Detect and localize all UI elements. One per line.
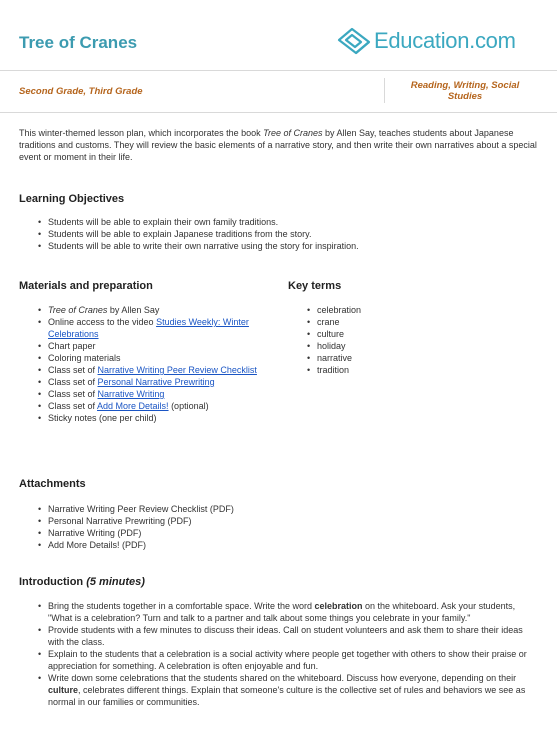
list-item: Chart paper: [36, 340, 268, 352]
subjects-line-1: Reading, Writing, Social: [410, 80, 520, 91]
list-item: celebration: [305, 304, 505, 316]
introduction-list: Bring the students together in a comfort…: [36, 600, 541, 708]
objectives-heading: Learning Objectives: [19, 193, 125, 205]
class-set-text: Class set of: [48, 401, 98, 411]
subjects: Reading, Writing, Social Studies: [390, 80, 540, 102]
list-item: Provide students with a few minutes to d…: [36, 624, 541, 648]
key-terms-list: celebration crane culture holiday narrat…: [305, 304, 505, 376]
video-prefix: Online access to the video: [48, 317, 157, 327]
list-item: Bring the students together in a comfort…: [36, 600, 541, 624]
class-set-text: Class set of: [48, 389, 98, 399]
attachments-list: Narrative Writing Peer Review Checklist …: [36, 503, 536, 551]
summary-text-cont: by Allen Say, teaches students about Jap…: [19, 128, 537, 162]
narrative-writing-link[interactable]: Narrative Writing: [97, 389, 165, 399]
meta-divider: [384, 78, 385, 103]
list-item: Class set of Personal Narrative Prewriti…: [36, 376, 268, 388]
attachment-item[interactable]: Personal Narrative Prewriting (PDF): [36, 515, 536, 527]
book-title: Tree of Cranes: [48, 305, 108, 315]
list-item: Coloring materials: [36, 352, 268, 364]
attachment-item[interactable]: Narrative Writing Peer Review Checklist …: [36, 503, 536, 515]
lesson-summary: This winter-themed lesson plan, which in…: [19, 127, 539, 163]
list-item: culture: [305, 328, 505, 340]
add-more-details-link[interactable]: Add More Details!: [97, 401, 169, 411]
materials-heading: Materials and preparation: [19, 280, 153, 292]
list-item: narrative: [305, 352, 505, 364]
class-set-text: Class set of: [48, 365, 98, 375]
subjects-line-2: Studies: [447, 91, 483, 102]
list-item: Class set of Narrative Writing Peer Revi…: [36, 364, 268, 376]
video-link[interactable]: Studies Weekly: Winter Celebrations: [48, 317, 249, 339]
intro-text: Bring the students together in a comfort…: [48, 601, 315, 611]
introduction-heading: Introduction (5 minutes): [19, 576, 145, 588]
introduction-minutes: (5 minutes): [86, 576, 145, 588]
list-item: Write down some celebrations that the st…: [36, 672, 541, 708]
summary-text: This winter-themed lesson plan, which in…: [19, 128, 264, 138]
education-logo-icon: [337, 27, 371, 55]
meta-divider-bottom: [0, 112, 557, 113]
personal-narrative-prewriting-link[interactable]: Personal Narrative Prewriting: [97, 377, 215, 387]
education-com-logo[interactable]: Education.com: [336, 26, 516, 56]
objectives-list: Students will be able to explain their o…: [36, 216, 536, 252]
list-item: Tree of Cranes by Allen Say: [36, 304, 268, 316]
term-celebration: celebration: [314, 601, 363, 611]
list-item: Students will be able to explain their o…: [36, 216, 536, 228]
key-terms-heading: Key terms: [288, 280, 342, 292]
header-divider: [0, 70, 557, 71]
list-item: Sticky notes (one per child): [36, 412, 268, 424]
list-item: Students will be able to write their own…: [36, 240, 536, 252]
list-item: Explain to the students that a celebrati…: [36, 648, 541, 672]
list-item: Class set of Add More Details! (optional…: [36, 400, 268, 412]
logo-text: Education.com: [374, 28, 516, 53]
attachment-item[interactable]: Add More Details! (PDF): [36, 539, 536, 551]
class-set-text: Class set of: [48, 377, 98, 387]
page-title: Tree of Cranes: [19, 33, 138, 52]
list-item: Class set of Narrative Writing: [36, 388, 268, 400]
list-item: tradition: [305, 364, 505, 376]
attachment-item[interactable]: Narrative Writing (PDF): [36, 527, 536, 539]
peer-review-checklist-link[interactable]: Narrative Writing Peer Review Checklist: [97, 365, 257, 375]
introduction-title: Introduction: [19, 576, 84, 588]
list-item: holiday: [305, 340, 505, 352]
term-culture: culture: [48, 685, 79, 695]
list-item: crane: [305, 316, 505, 328]
attachments-heading: Attachments: [19, 478, 86, 490]
intro-text: Write down some celebrations that the st…: [48, 673, 517, 683]
summary-book-title: Tree of Cranes: [263, 128, 323, 138]
intro-text: on the whiteboard. Ask your students, "W…: [48, 601, 516, 623]
list-item: Online access to the video Studies Weekl…: [36, 316, 268, 340]
grade-level: Second Grade, Third Grade: [19, 86, 143, 97]
materials-list: Tree of Cranes by Allen Say Online acces…: [36, 304, 268, 424]
intro-text: , celebrates different things. Explain t…: [48, 685, 526, 707]
book-author: by Allen Say: [107, 305, 160, 315]
optional-note: (optional): [168, 401, 209, 411]
list-item: Students will be able to explain Japanes…: [36, 228, 536, 240]
